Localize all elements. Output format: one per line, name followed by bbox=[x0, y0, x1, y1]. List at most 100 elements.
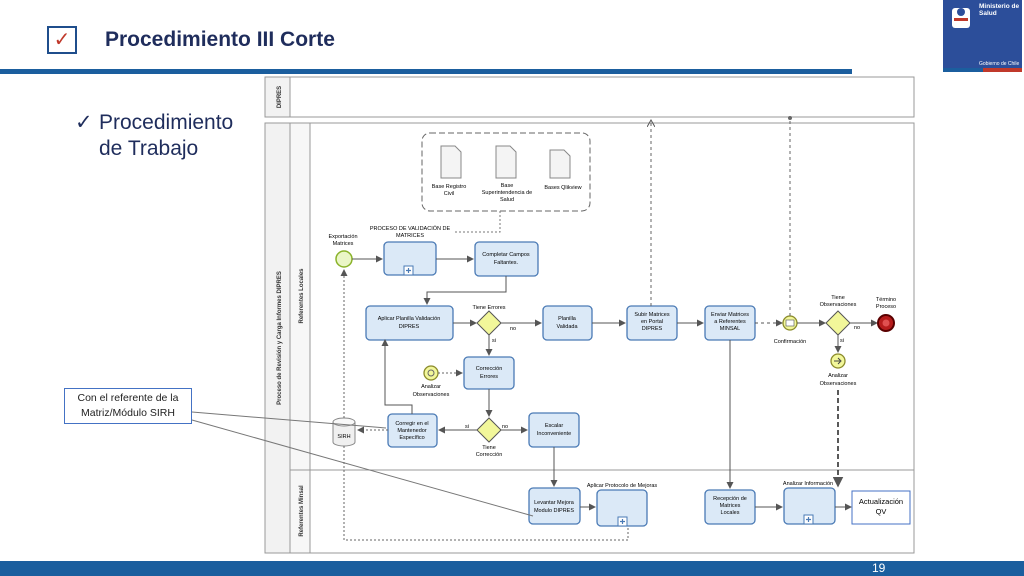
corregir-line1: Corregir en el bbox=[395, 421, 428, 427]
escalar-line1: Escalar bbox=[545, 423, 564, 429]
recepcion-line1: Recepción de bbox=[713, 496, 747, 502]
gateway2-si: si bbox=[465, 424, 469, 430]
gateway1-no: no bbox=[510, 326, 516, 332]
termino-line2: Proceso bbox=[876, 304, 896, 310]
database-icon: SIRH bbox=[332, 417, 356, 447]
task-levantar-mejora: Levantar Mejora Modulo DIPRES bbox=[528, 487, 581, 525]
event-analizar-observaciones-left: Analizar Observaciones bbox=[413, 365, 450, 398]
slide-title: Procedimiento III Corte bbox=[105, 28, 335, 51]
document-icon: Base Superintendencia de Salud bbox=[482, 145, 532, 203]
enviar-line2: a Referentes bbox=[714, 319, 746, 325]
termino-line1: Término bbox=[876, 297, 896, 303]
task-subir-matrices: Subir Matrices en Portal DIPRES bbox=[626, 305, 678, 341]
tiene-obs-line1: Tiene bbox=[831, 295, 845, 301]
subprocess-analizar-informacion: Analizar Información bbox=[783, 481, 836, 525]
logo-bar-red bbox=[983, 68, 1022, 72]
enviar-line1: Enviar Matrices bbox=[711, 312, 749, 318]
recepcion-line3: Locales bbox=[721, 510, 740, 516]
aplicar-line1: Aplicar Planilla Validación bbox=[378, 316, 441, 322]
data-object-3-line1: Bases Qlikview bbox=[544, 185, 581, 191]
bullet-line2: de Trabajo bbox=[99, 137, 199, 160]
gateway2-no: no bbox=[502, 424, 508, 430]
correccion-line2: Errores bbox=[480, 374, 498, 380]
correccion-line1: Corrección bbox=[476, 366, 503, 372]
callout-line1: Con el referente de la bbox=[77, 392, 179, 404]
end-event: Término Proceso bbox=[876, 297, 896, 332]
sirh-label: SIRH bbox=[337, 434, 350, 440]
checkmark-icon: ✓ bbox=[75, 111, 93, 134]
analizar-obs-right-line2: Observaciones bbox=[820, 381, 857, 387]
recepcion-line2: Matrices bbox=[720, 503, 741, 509]
pool-dipres: DIPRES bbox=[264, 76, 915, 118]
data-object-2-line1: Base bbox=[501, 183, 514, 189]
annotation-actualizacion-qv: Actualización QV bbox=[851, 490, 911, 525]
gateway-tiene-correccion: Tiene Corrección si no bbox=[465, 417, 508, 458]
envelope-icon bbox=[785, 319, 795, 327]
analizar-info-label: Analizar Información bbox=[783, 481, 833, 487]
analizar-obs-left-line1: Analizar bbox=[421, 384, 441, 390]
bullet-line1: Procedimiento bbox=[99, 111, 234, 134]
tiene-obs-line2: Observaciones bbox=[820, 302, 857, 308]
logo-line2: Salud bbox=[979, 10, 997, 17]
aplicar-line2: DIPRES bbox=[399, 324, 420, 330]
page-number: 19 bbox=[872, 561, 886, 575]
data-object-1-line2: Civil bbox=[444, 191, 454, 197]
logo-line1: Ministerio de bbox=[979, 3, 1020, 10]
task-corregir-mantenedor: Corregir en el Mantenedor Específico bbox=[387, 413, 438, 448]
lane-locales-label: Referentes Locales bbox=[299, 268, 305, 324]
analizar-obs-left-line2: Observaciones bbox=[413, 392, 450, 398]
gateway1-si: si bbox=[492, 338, 496, 344]
analizar-obs-right-line1: Analizar bbox=[828, 373, 848, 379]
completar-line1: Completar Campos bbox=[482, 252, 530, 258]
task-enviar-matrices: Enviar Matrices a Referentes MINSAL bbox=[704, 305, 756, 341]
logo-line3: Gobierno de Chile bbox=[979, 61, 1020, 67]
tiene-errores-label: Tiene Errores bbox=[472, 305, 505, 311]
coat-of-arms-icon bbox=[952, 8, 970, 28]
completar-line2: Faltantes. bbox=[494, 260, 519, 266]
task-escalar-inconveniente: Escalar Inconveniente bbox=[528, 412, 580, 448]
pool-dipres-label: DIPRES bbox=[277, 86, 283, 108]
logo-bar-blue bbox=[943, 68, 983, 72]
aplicar-protocolo-label: Aplicar Protocolo de Mejoras bbox=[587, 483, 658, 489]
start-label2: Matrices bbox=[333, 241, 354, 247]
data-object-1-line1: Base Registro bbox=[432, 184, 467, 190]
callout-line2: Matriz/Módulo SIRH bbox=[81, 407, 175, 419]
footer-bar bbox=[0, 561, 1024, 576]
title-rule bbox=[0, 69, 852, 74]
task-planilla-validada: Planilla Validada bbox=[542, 305, 593, 341]
bullet-point: ✓ Procedimiento de Trabajo bbox=[75, 110, 233, 162]
task-completar-campos: Completar Campos Faltantes. bbox=[474, 241, 539, 277]
levantar-line2: Modulo DIPRES bbox=[534, 508, 574, 514]
data-object-2-line2: Superintendencia de bbox=[482, 190, 532, 196]
pool-main-label: Proceso de Revisión y Carga Informes DIP… bbox=[277, 271, 283, 405]
subir-line1: Subir Matrices bbox=[634, 312, 669, 318]
escalar-line2: Inconveniente bbox=[537, 431, 571, 437]
lane-minsal-label: Referentes Minsal bbox=[299, 485, 305, 537]
document-icon: Base Registro Civil bbox=[432, 145, 467, 197]
task-correccion-errores: Corrección Errores bbox=[463, 356, 515, 390]
subprocess-validacion-label1: PROCESO DE VALIDACIÓN DE bbox=[370, 225, 451, 232]
subir-line2: en Portal bbox=[641, 319, 663, 325]
event-analizar-observaciones: Analizar Observaciones bbox=[820, 353, 857, 387]
levantar-line1: Levantar Mejora bbox=[534, 500, 575, 506]
callout-note: Con el referente de la Matriz/Módulo SIR… bbox=[64, 388, 192, 424]
checkbox-icon: ✓ bbox=[47, 26, 77, 54]
subprocess-aplicar-protocolo: Aplicar Protocolo de Mejoras bbox=[587, 483, 658, 527]
task-aplicar-planilla: Aplicar Planilla Validación DIPRES bbox=[365, 305, 454, 341]
data-object-2-line3: Salud bbox=[500, 197, 514, 203]
subir-line3: DIPRES bbox=[642, 326, 663, 332]
confirmacion-label: Confirmación bbox=[774, 339, 806, 345]
gateway3-no: no bbox=[854, 325, 860, 331]
planilla-line1: Planilla bbox=[558, 316, 577, 322]
start-label1: Exportación bbox=[328, 234, 357, 240]
actualizacion-line2: QV bbox=[876, 507, 887, 516]
actualizacion-line1: Actualización bbox=[859, 497, 903, 506]
corregir-line3: Específico bbox=[399, 435, 424, 441]
data-objects-group: Base Registro Civil Base Superintendenci… bbox=[421, 132, 591, 212]
planilla-line2: Validada bbox=[557, 324, 579, 330]
gateway3-si: si bbox=[840, 338, 844, 344]
corregir-line2: Mantenedor bbox=[397, 428, 427, 434]
task-recepcion-matrices: Recepción de Matrices Locales bbox=[704, 489, 756, 525]
